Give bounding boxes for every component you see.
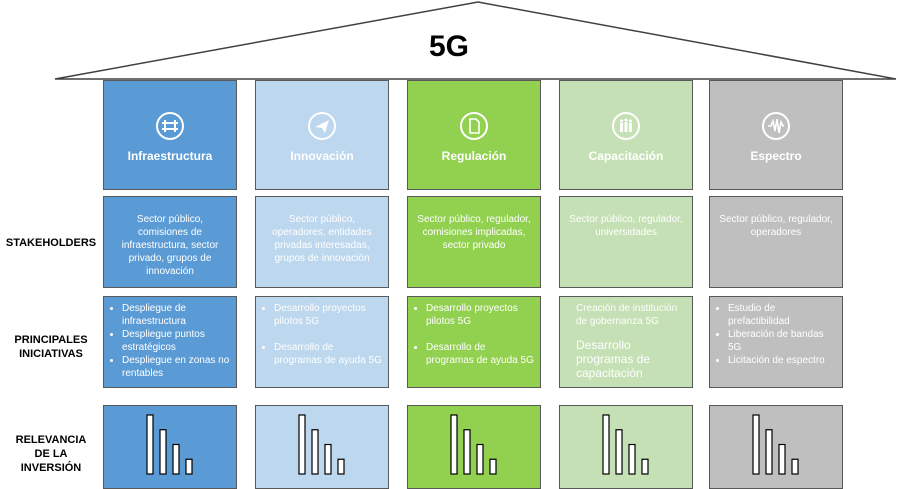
relevance-cell-regulación: [407, 405, 541, 489]
row-label-iniciativas: PRINCIPALES INICIATIVAS: [14, 334, 88, 360]
relevance-cell-espectro: [709, 405, 843, 489]
people-group-icon: [612, 112, 640, 140]
relevance-bars: [298, 414, 345, 475]
relevance-bar: [602, 414, 610, 475]
pillar-label: Capacitación: [588, 149, 664, 163]
signal-wave-icon: [762, 112, 790, 140]
relevance-bar: [172, 443, 180, 475]
pillar-header-innovación: Innovación: [255, 80, 389, 190]
pillar-header-espectro: Espectro: [709, 80, 843, 190]
relevance-bar: [778, 443, 786, 475]
stakeholders-cell-capacitación: Sector público, regulador, universidades: [559, 196, 693, 288]
pillar-label: Infraestructura: [127, 149, 213, 163]
initiative-item: Desarrollo de programas de ayuda 5G: [274, 341, 382, 367]
relevance-bar: [463, 429, 471, 475]
relevance-bar: [615, 429, 623, 475]
relevance-bars: [752, 414, 799, 475]
relevance-bar: [311, 429, 319, 475]
relevance-bar: [791, 458, 799, 475]
initiatives-cell-espectro: Estudio de prefactibilidadLiberación de …: [709, 296, 843, 388]
initiatives-list: Estudio de prefactibilidadLiberación de …: [716, 302, 836, 367]
initiatives-cell-capacitación: Creación de institución de gobernanza 5G…: [559, 296, 693, 388]
relevance-bar: [765, 429, 773, 475]
initiative-item: Estudio de prefactibilidad: [728, 302, 836, 328]
initiative-item: Despliegue puntos estratégicos: [122, 328, 230, 354]
initiatives-list: Desarrollo proyectos pilotos 5G Desarroll…: [414, 302, 534, 367]
initiative-item: Creación de institución de gobernanza 5G: [576, 303, 678, 327]
initiatives-list: Desarrollo proyectos pilotos 5G Desarroll…: [262, 302, 382, 367]
pillar-header-regulación: Regulación: [407, 80, 541, 190]
relevance-bars: [146, 414, 193, 475]
initiative-item: Desarrollo proyectos pilotos 5G: [426, 302, 534, 328]
row-label-stakeholders: STAKEHOLDERS: [5, 237, 97, 249]
relevance-bar: [159, 429, 167, 475]
relevance-bar: [324, 443, 332, 475]
row-label-relevancia: RELEVANCIA DE LA INVERSIÓN: [15, 434, 87, 474]
initiative-item: Desarrollo de programas de ayuda 5G: [426, 341, 534, 367]
relevance-bar: [641, 458, 649, 475]
initiative-item: Despliegue en zonas no rentables: [122, 354, 230, 380]
pillar-header-capacitación: Capacitación: [559, 80, 693, 190]
initiatives-cell-innovación: Desarrollo proyectos pilotos 5G Desarroll…: [255, 296, 389, 388]
initiative-item: Liberación de bandas 5G: [728, 328, 836, 354]
relevance-bar: [298, 414, 306, 475]
pillar-label: Innovación: [290, 149, 354, 163]
document-icon: [460, 112, 488, 140]
relevance-bar: [628, 443, 636, 475]
relevance-bar: [752, 414, 760, 475]
initiatives-list: Despliegue de infraestructuraDespliegue …: [110, 302, 230, 380]
paper-plane-icon: [308, 112, 336, 140]
relevance-cell-innovación: [255, 405, 389, 489]
diagram-title: 5G: [428, 30, 470, 63]
initiative-item: Desarrollo proyectos pilotos 5G: [274, 302, 382, 328]
initiatives-cell-infraestructura: Despliegue de infraestructuraDespliegue …: [103, 296, 237, 388]
relevance-bars: [602, 414, 649, 475]
relevance-bar: [146, 414, 154, 475]
relevance-cell-capacitación: [559, 405, 693, 489]
stakeholders-cell-innovación: Sector público, operadores, entidades pr…: [255, 196, 389, 288]
stakeholders-cell-infraestructura: Sector público, comisiones de infraestru…: [103, 196, 237, 288]
initiative-item: Desarrollo programas de capacitación: [576, 338, 651, 380]
relevance-cell-infraestructura: [103, 405, 237, 489]
house-roof: [54, 1, 897, 80]
pillar-label: Regulación: [441, 149, 507, 163]
initiative-item: Despliegue de infraestructura: [122, 302, 230, 328]
relevance-bar: [489, 458, 497, 475]
initiative-item: Licitación de espectro: [728, 354, 836, 367]
bridge-icon: [156, 112, 184, 140]
relevance-bar: [450, 414, 458, 475]
stakeholders-cell-regulación: Sector público, regulador, comisiones im…: [407, 196, 541, 288]
stakeholders-cell-espectro: Sector público, regulador, operadores: [709, 196, 843, 288]
relevance-bar: [185, 458, 193, 475]
relevance-bars: [450, 414, 497, 475]
relevance-bar: [337, 458, 345, 475]
pillar-label: Espectro: [750, 149, 802, 163]
pillar-header-infraestructura: Infraestructura: [103, 80, 237, 190]
relevance-bar: [476, 443, 484, 475]
initiatives-cell-regulación: Desarrollo proyectos pilotos 5G Desarroll…: [407, 296, 541, 388]
